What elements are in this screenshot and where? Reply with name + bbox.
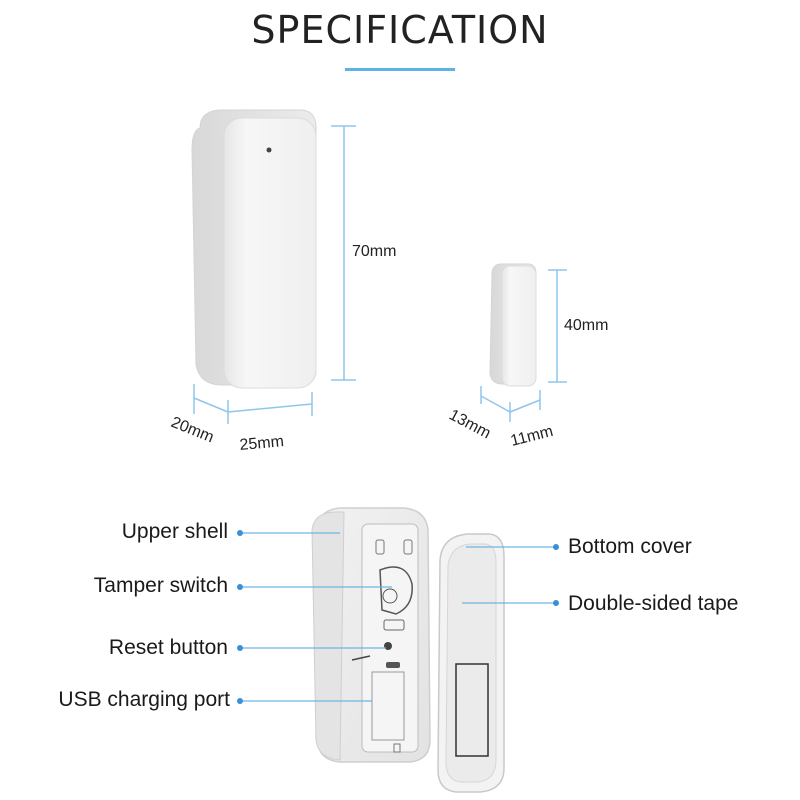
- large-depth-label: 20mm: [169, 414, 217, 446]
- small-magnet-front: [501, 265, 537, 387]
- upper-shell-cavity: [361, 523, 419, 753]
- bottom-cover: [437, 533, 505, 793]
- large-base-dimensions: [193, 384, 313, 424]
- small-base-dimensions: [480, 386, 541, 422]
- side-notch: [351, 655, 371, 661]
- small-depth-label: 13mm: [446, 407, 493, 443]
- label-bottom-cover: Bottom cover: [568, 535, 692, 558]
- led-indicator-icon: [266, 147, 272, 153]
- small-magnet: [489, 263, 537, 387]
- small-height-label: 40mm: [564, 317, 608, 334]
- label-double-sided-tape: Double-sided tape: [568, 592, 739, 615]
- label-upper-shell: Upper shell: [121, 520, 228, 543]
- usb-port-icon: [386, 662, 400, 668]
- latch-icon: [393, 743, 401, 753]
- slot-icon: [375, 539, 385, 555]
- callout-lines: [240, 532, 556, 702]
- tamper-switch-icon: [379, 566, 413, 615]
- tamper-switch-pin-icon: [382, 588, 398, 604]
- battery-bay: [371, 671, 405, 741]
- label-reset-button: Reset button: [108, 636, 228, 659]
- large-sensor: [191, 109, 317, 389]
- large-width-label: 25mm: [239, 433, 285, 454]
- callout-dots: [237, 530, 559, 704]
- label-tamper-switch: Tamper switch: [93, 574, 228, 597]
- small-width-label: 11mm: [509, 423, 555, 450]
- large-sensor-front: [223, 117, 317, 389]
- title-underline: [345, 68, 455, 71]
- label-usb-charging-port: USB charging port: [58, 688, 230, 711]
- bracket-icon: [383, 619, 405, 631]
- upper-shell-edge: [311, 511, 345, 761]
- page-title: SPECIFICATION: [251, 8, 549, 52]
- large-height-dimension: [331, 125, 356, 381]
- tape-cutout: [455, 663, 489, 757]
- reset-button-icon: [384, 642, 392, 650]
- small-height-dimension: [548, 269, 567, 383]
- slot-icon: [403, 539, 413, 555]
- upper-shell: [311, 507, 431, 763]
- large-height-label: 70mm: [352, 243, 396, 260]
